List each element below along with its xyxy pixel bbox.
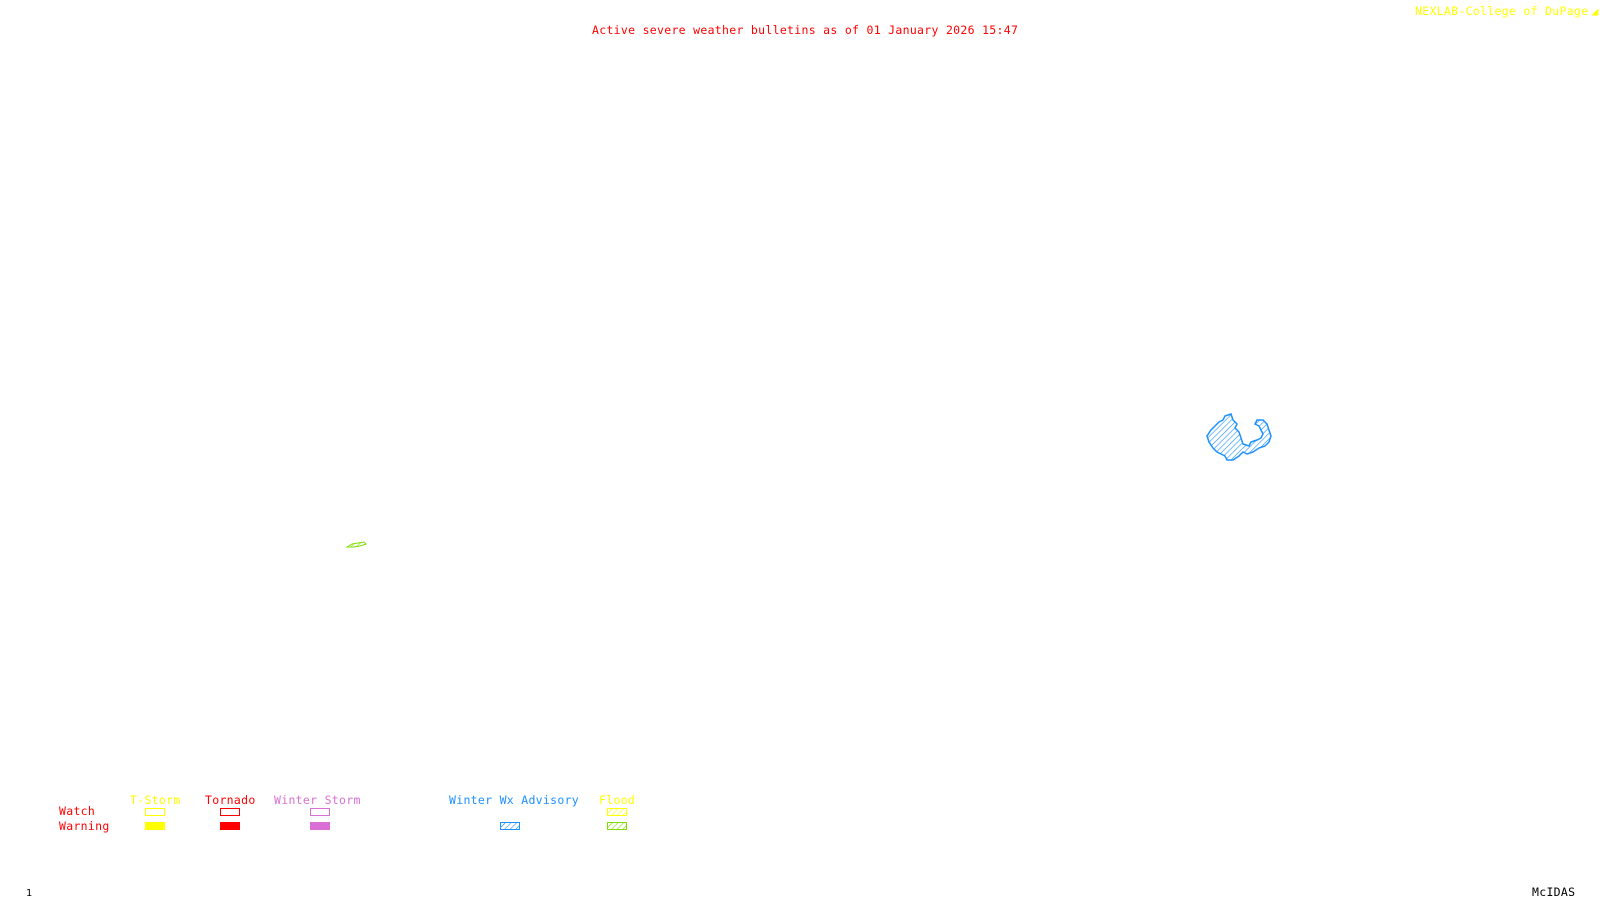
cod-logo-icon: ◢ <box>1591 4 1599 18</box>
legend-tornado-label: Tornado <box>205 793 256 807</box>
legend-tornado-warning-swatch <box>220 822 240 830</box>
legend-winter-storm-warning-swatch <box>310 822 330 830</box>
flood-polygon <box>346 541 367 548</box>
legend-flood-watch-swatch <box>607 808 627 816</box>
legend-winter-storm-label: Winter Storm <box>274 793 361 807</box>
advisory-polygon <box>1206 413 1272 461</box>
legend-tstorm-watch-swatch <box>145 808 165 816</box>
credit-label: NEXLAB-College of DuPage◢ <box>1415 5 1599 17</box>
software-label: McIDAS <box>1532 885 1576 899</box>
flood-warning-area[interactable] <box>346 540 368 550</box>
legend-tstorm-warning-swatch <box>145 822 165 830</box>
winter-wx-advisory-area[interactable] <box>1205 412 1285 472</box>
legend-winter-wx-advisory-swatch <box>500 822 520 830</box>
legend-winter-storm-watch-swatch <box>310 808 330 816</box>
legend-warning-label: Warning <box>59 819 110 833</box>
legend-flood-label: Flood <box>599 793 636 807</box>
page-title: Active severe weather bulletins as of 01… <box>592 23 1019 37</box>
credit-text: NEXLAB-College of DuPage <box>1415 4 1589 18</box>
legend-winter-wx-advisory-label: Winter Wx Advisory <box>449 793 580 807</box>
legend-tstorm-label: T-Storm <box>130 793 181 807</box>
frame-number: 1 <box>26 888 33 899</box>
legend-tornado-watch-swatch <box>220 808 240 816</box>
legend-watch-label: Watch <box>59 804 96 818</box>
legend-flood-warning-swatch <box>607 822 627 830</box>
